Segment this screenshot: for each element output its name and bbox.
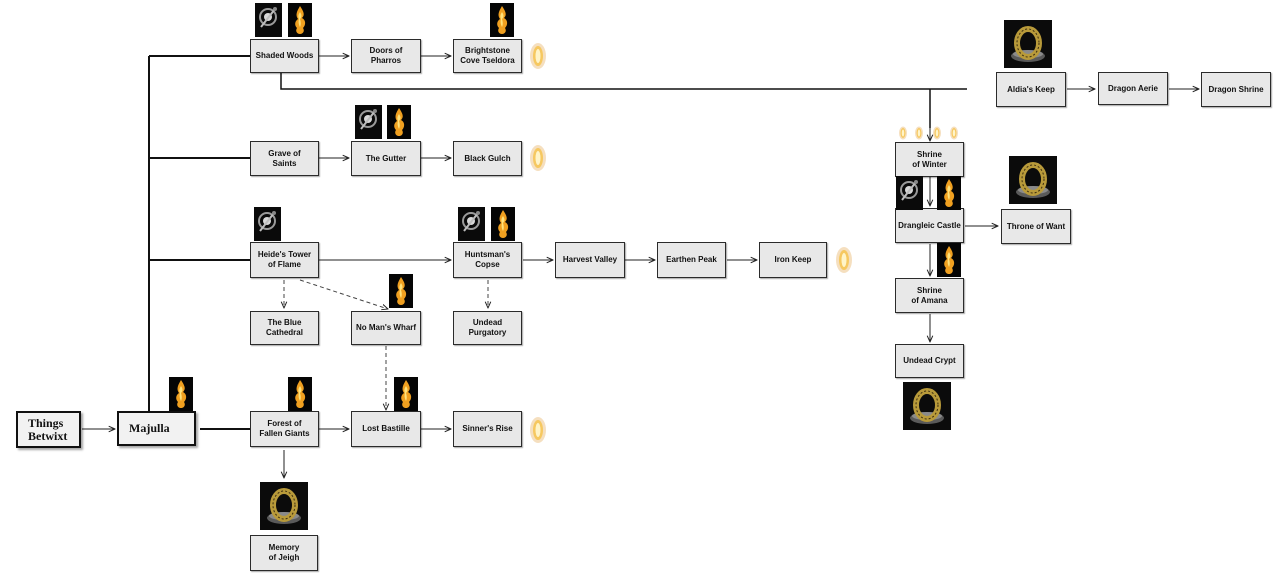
bone-icon [254, 207, 281, 241]
node-undead-crypt[interactable]: Undead Crypt [895, 344, 964, 378]
node-memory-of-jeigh[interactable]: Memory of Jeigh [250, 535, 318, 571]
glow-icon [529, 42, 547, 70]
flame-icon [387, 105, 411, 139]
glow-icon [529, 416, 547, 444]
node-forest-of-fallen-giants[interactable]: Forest of Fallen Giants [250, 411, 319, 447]
ring-icon [903, 382, 951, 430]
node-no-mans-wharf[interactable]: No Man's Wharf [351, 311, 421, 345]
node-lost-bastille[interactable]: Lost Bastille [351, 411, 421, 447]
node-heides-tower-of-flame[interactable]: Heide's Tower of Flame [250, 242, 319, 278]
bone-icon [458, 207, 485, 241]
node-drangleic-castle[interactable]: Drangleic Castle [895, 208, 964, 243]
bone-icon [896, 176, 923, 210]
flame-icon [937, 243, 961, 277]
node-things-betwixt[interactable]: Things Betwixt [16, 411, 81, 448]
node-shaded-woods[interactable]: Shaded Woods [250, 39, 319, 73]
node-earthen-peak[interactable]: Earthen Peak [657, 242, 726, 278]
flame-icon [490, 3, 514, 37]
flame-icon [389, 274, 413, 308]
node-grave-of-saints[interactable]: Grave of Saints [250, 141, 319, 176]
solid-arrows [82, 56, 1199, 478]
shaded-woods-to-aldia-line [280, 73, 967, 128]
dashed-arrows [284, 279, 488, 410]
node-huntsmans-copse[interactable]: Huntsman's Copse [453, 242, 522, 278]
node-shrine-of-winter[interactable]: Shrine of Winter [895, 142, 964, 177]
bone-icon [255, 3, 282, 37]
node-the-blue-cathedral[interactable]: The Blue Cathedral [250, 311, 319, 345]
flame-icon [937, 176, 961, 210]
flame-icon [288, 3, 312, 37]
node-brightstone-cove-tseldora[interactable]: Brightstone Cove Tseldora [453, 39, 522, 73]
node-throne-of-want[interactable]: Throne of Want [1001, 209, 1071, 244]
node-the-gutter[interactable]: The Gutter [351, 141, 421, 176]
node-dragon-shrine[interactable]: Dragon Shrine [1201, 72, 1271, 107]
node-iron-keep[interactable]: Iron Keep [759, 242, 827, 278]
flame-icon [169, 377, 193, 411]
glow-icon [914, 126, 924, 140]
majulla-branch-lines [148, 55, 250, 430]
flame-icon [491, 207, 515, 241]
glow-icon [898, 126, 908, 140]
ring-icon [1009, 156, 1057, 204]
node-undead-purgatory[interactable]: Undead Purgatory [453, 311, 522, 345]
node-harvest-valley[interactable]: Harvest Valley [555, 242, 625, 278]
node-shrine-of-amana[interactable]: Shrine of Amana [895, 278, 964, 313]
glow-icon [932, 126, 942, 140]
glow-icon [949, 126, 959, 140]
node-aldias-keep[interactable]: Aldia's Keep [996, 72, 1066, 107]
glow-icon [835, 246, 853, 274]
node-dragon-aerie[interactable]: Dragon Aerie [1098, 72, 1168, 105]
node-doors-of-pharros[interactable]: Doors of Pharros [351, 39, 421, 73]
flame-icon [288, 377, 312, 411]
glow-icon [529, 144, 547, 172]
node-black-gulch[interactable]: Black Gulch [453, 141, 522, 176]
ring-icon [260, 482, 308, 530]
bone-icon [355, 105, 382, 139]
ring-icon [1004, 20, 1052, 68]
node-sinners-rise[interactable]: Sinner's Rise [453, 411, 522, 447]
node-majulla[interactable]: Majulla [117, 411, 196, 446]
flame-icon [394, 377, 418, 411]
